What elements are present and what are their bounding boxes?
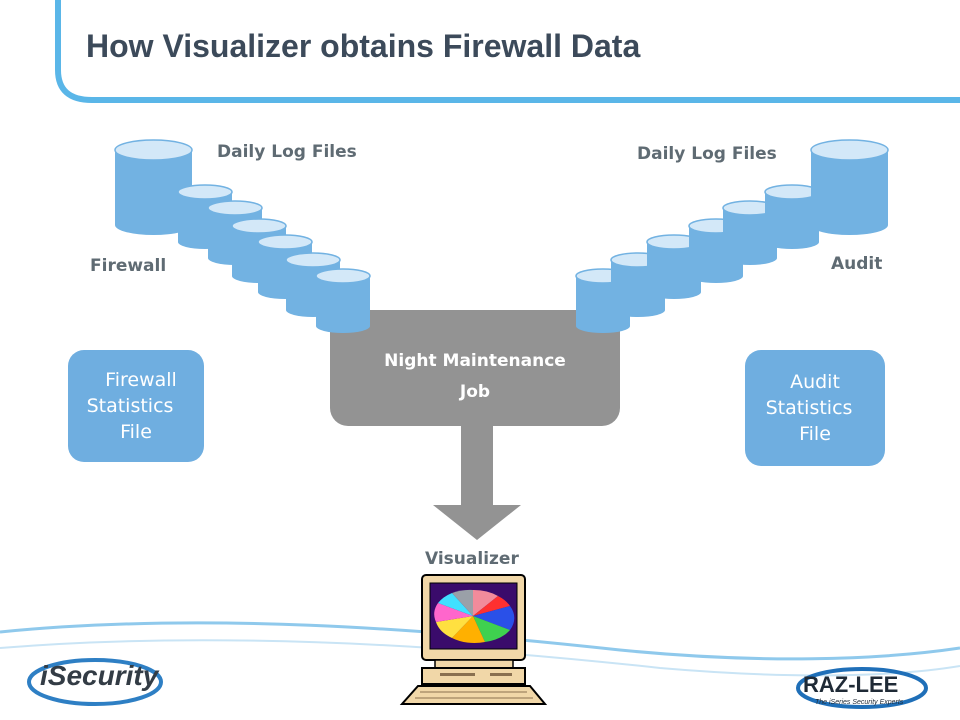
- audit-statistics-file-box: Audit Statistics File: [745, 350, 885, 466]
- night-maintenance-job-box: [330, 310, 620, 426]
- visualizer-label: Visualizer: [425, 549, 519, 569]
- pie-chart-icon: [434, 589, 515, 644]
- computer-icon: [399, 574, 548, 705]
- footer-wave-2: [0, 639, 960, 677]
- firewall-cylinders: [114, 139, 371, 334]
- title-frame-line: [55, 0, 960, 103]
- firewall-stats-line-1: Firewall: [105, 369, 177, 391]
- left-daily-log-files-label: Daily Log Files: [217, 142, 357, 162]
- isecurity-logo-text: iSecurity: [40, 660, 159, 691]
- audit-database-icon: [810, 139, 889, 236]
- right-daily-log-files-label: Daily Log Files: [637, 144, 777, 164]
- slide-title: How Visualizer obtains Firewall Data: [86, 28, 641, 64]
- right-log-file-icon-3: [646, 234, 702, 300]
- isecurity-logo-icon: [27, 658, 163, 706]
- down-arrow: [433, 420, 521, 540]
- job-line-1: Night Maintenance: [384, 351, 566, 371]
- footer-wave: [0, 621, 960, 661]
- firewall-stats-line-3: File: [120, 421, 152, 443]
- left-log-file-icon-6: [315, 268, 371, 334]
- razlee-logo-icon: [796, 667, 928, 709]
- right-log-file-icon-5: [722, 200, 778, 266]
- audit-cylinders: [575, 139, 889, 334]
- audit-stats-line-2: Statistics: [765, 397, 853, 419]
- razlee-tagline: The iSeries Security Experts: [815, 699, 904, 706]
- firewall-label: Firewall: [90, 256, 167, 276]
- right-log-file-icon-6: [764, 184, 820, 250]
- firewall-database-icon: [114, 139, 193, 236]
- audit-label: Audit: [831, 254, 883, 274]
- firewall-statistics-file-box: Firewall Statistics File: [68, 350, 204, 462]
- job-line-2: Job: [459, 382, 491, 402]
- audit-stats-line-3: File: [799, 423, 831, 445]
- audit-stats-line-1: Audit: [790, 371, 840, 393]
- night-maintenance-job-text: Night Maintenance Job: [330, 346, 620, 408]
- razlee-logo-text: RAZ-LEE: [803, 672, 899, 697]
- firewall-stats-line-2: Statistics: [86, 395, 174, 417]
